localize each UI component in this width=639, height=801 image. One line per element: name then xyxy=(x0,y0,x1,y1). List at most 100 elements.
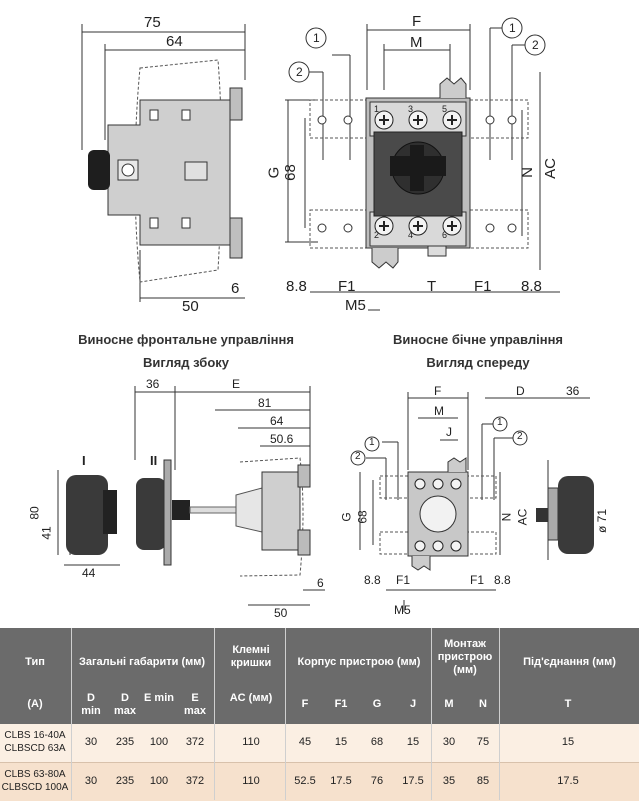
table-header xyxy=(0,628,639,724)
dim-J: J xyxy=(446,425,452,439)
caption-side-sub: Вигляд спереду xyxy=(426,355,530,370)
terminal-5: 5 xyxy=(442,104,448,114)
dim-68-b: 68 xyxy=(355,510,370,524)
cell-dmin: 30 xyxy=(84,736,98,748)
th-emin: E min xyxy=(144,692,174,704)
side-view-drawing xyxy=(81,24,246,302)
callout-2-d: 2 xyxy=(517,431,523,442)
th-mount: Монтаж пристрою (мм) xyxy=(437,638,493,676)
dim-8-8-right: 8.8 xyxy=(521,278,542,295)
cell-emax: 372 xyxy=(185,736,205,748)
cell-ac: 110 xyxy=(242,736,260,748)
cell-m: 35 xyxy=(442,775,456,787)
cell-f: 52.5 xyxy=(294,775,316,787)
dim-AC-b: AC xyxy=(515,508,530,526)
cell-g: 76 xyxy=(370,775,384,787)
th-f1: F1 xyxy=(334,698,348,710)
cell-f1: 17.5 xyxy=(330,775,352,787)
dim-50: 50 xyxy=(182,298,199,315)
cell-j: 17.5 xyxy=(402,775,424,787)
dim-36-b: 36 xyxy=(566,384,580,398)
dim-F: F xyxy=(412,13,422,30)
callout-1-c: 1 xyxy=(369,437,375,448)
dim-75: 75 xyxy=(144,14,161,31)
label-I: I xyxy=(82,453,86,468)
cell-t: 17.5 xyxy=(557,775,579,787)
cell-emin: 100 xyxy=(149,775,169,787)
table-divider xyxy=(285,628,286,800)
front-view-drawing xyxy=(285,17,560,311)
th-type-unit: (A) xyxy=(27,698,43,710)
th-f: F xyxy=(301,698,309,710)
dim-64-b: 64 xyxy=(270,414,284,428)
dim-F1-left-b: F1 xyxy=(396,573,411,587)
dim-6: 6 xyxy=(231,280,240,297)
th-j: J xyxy=(409,698,417,710)
cell-m: 30 xyxy=(442,736,456,748)
th-conn: Під'єднання (мм) xyxy=(523,656,616,668)
dim-44: 44 xyxy=(82,566,96,580)
dim-F-b: F xyxy=(434,384,442,398)
dim-D: D xyxy=(516,384,525,398)
dim-E: E xyxy=(232,377,241,391)
dim-F1-left: F1 xyxy=(338,278,356,295)
remote-side-drawing xyxy=(350,392,594,612)
th-n: N xyxy=(479,698,487,710)
dim-50-6: 50.6 xyxy=(270,432,294,446)
cell-f1: 15 xyxy=(334,736,348,748)
terminal-2: 2 xyxy=(374,230,380,240)
dim-8-8-left-b: 8.8 xyxy=(364,573,381,587)
dim-M: M xyxy=(410,34,423,51)
terminal-6: 6 xyxy=(442,230,448,240)
table-divider xyxy=(431,628,432,800)
callout-1-d: 1 xyxy=(497,417,503,428)
dim-M-b: M xyxy=(434,404,444,418)
th-g: G xyxy=(372,698,382,710)
terminal-4: 4 xyxy=(408,230,414,240)
callout-2-a: 2 xyxy=(296,65,303,79)
dim-T: T xyxy=(427,278,437,295)
cell-ac: 110 xyxy=(242,775,260,787)
cell-f: 45 xyxy=(298,736,312,748)
label-II: II xyxy=(150,453,158,468)
th-emax: E max xyxy=(183,692,207,717)
caption-side-title: Виносне бічне управління xyxy=(392,332,564,347)
callout-1-a: 1 xyxy=(313,31,320,45)
th-dmax: D max xyxy=(113,692,137,717)
th-type: Тип xyxy=(25,656,45,668)
th-dmin: D min xyxy=(81,692,101,717)
dim-64: 64 xyxy=(166,33,183,50)
cell-dmin: 30 xyxy=(84,775,98,787)
dim-36: 36 xyxy=(146,377,160,391)
cell-emax: 372 xyxy=(185,775,205,787)
dim-F1-right-b: F1 xyxy=(470,573,485,587)
cell-n: 75 xyxy=(476,736,490,748)
dim-6-b: 6 xyxy=(317,576,324,590)
dim-50-b: 50 xyxy=(274,606,288,620)
th-overall: Загальні габарити (мм) xyxy=(78,656,206,668)
th-m: M xyxy=(444,698,454,710)
th-covers: Клемні кришки xyxy=(230,644,272,669)
callout-2-c: 2 xyxy=(355,451,361,462)
cell-dmax: 235 xyxy=(115,736,135,748)
dim-8-8-left: 8.8 xyxy=(286,278,307,295)
dim-8-8-right-b: 8.8 xyxy=(494,573,511,587)
cell-n: 85 xyxy=(476,775,490,787)
table-divider xyxy=(71,628,72,800)
table-divider xyxy=(499,628,500,800)
dim-M5-b: M5 xyxy=(394,603,411,617)
callout-1-b: 1 xyxy=(509,21,516,35)
dim-d71: ø 71 xyxy=(595,508,610,534)
terminal-3: 3 xyxy=(408,104,414,114)
th-t: T xyxy=(564,698,572,710)
dim-F1-right: F1 xyxy=(474,278,492,295)
caption-front-sub: Вигляд збоку xyxy=(142,355,230,370)
dim-G-b: G xyxy=(339,512,354,522)
dim-M5: M5 xyxy=(345,297,366,314)
spec-table: Тип (A) Загальні габарити (мм) Клемні кр… xyxy=(0,628,639,801)
caption-front-title: Виносне фронтальне управління xyxy=(78,332,294,347)
th-body: Корпус пристрою (мм) xyxy=(297,656,421,668)
